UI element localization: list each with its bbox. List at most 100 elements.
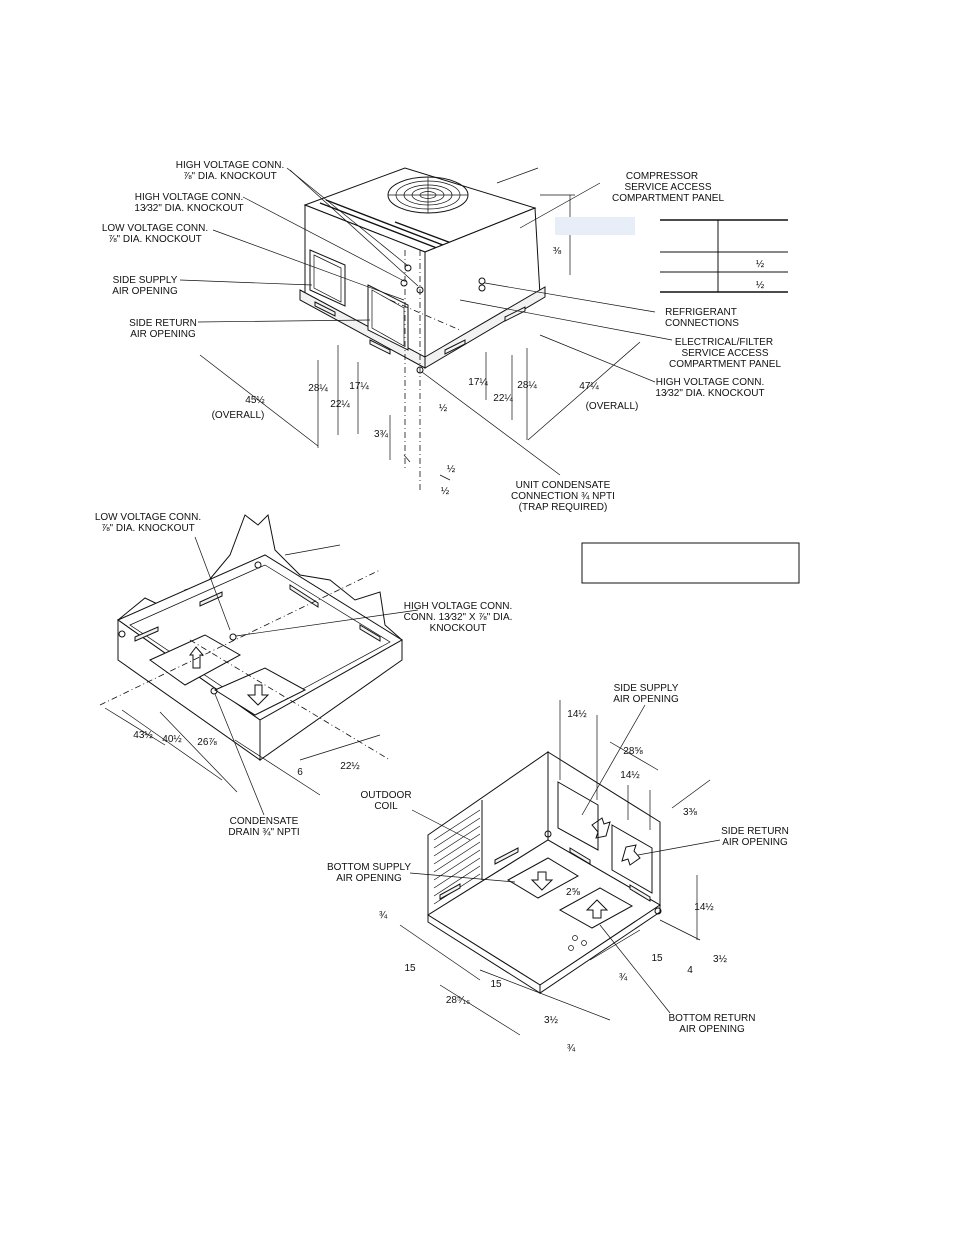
dim-3-side: 3½ xyxy=(713,954,728,965)
side-supply-label: SIDE SUPPLY xyxy=(113,275,178,286)
dim-47-overall: 47¼ xyxy=(579,380,599,392)
dim-28-right: 28¼ xyxy=(517,379,537,391)
svg-text:AIR OPENING: AIR OPENING xyxy=(130,329,196,340)
dim-15-right: 15 xyxy=(651,953,663,964)
dim-14-side: 14½ xyxy=(694,902,714,913)
svg-text:13⁄32" DIA. KNOCKOUT: 13⁄32" DIA. KNOCKOUT xyxy=(655,388,764,399)
br-bottom-supply-opening xyxy=(506,857,580,899)
svg-text:(TRAP REQUIRED): (TRAP REQUIRED) xyxy=(519,502,608,513)
condensate-drain xyxy=(210,687,218,695)
refrigerant-label: REFRIGERANT xyxy=(665,307,737,318)
dim-45-overall: 45½ xyxy=(245,395,265,406)
dim-15-b: 15 xyxy=(490,979,502,990)
dim-22-left: 22¼ xyxy=(330,398,350,410)
dim-14-top: 14½ xyxy=(567,709,587,720)
outdoor-coil-label: OUTDOOR xyxy=(360,790,411,801)
svg-text:AIR OPENING: AIR OPENING xyxy=(613,694,679,705)
dim-17-left: 17¼ xyxy=(349,380,369,392)
spec-table xyxy=(660,219,788,293)
svg-text:CONNECTIONS: CONNECTIONS xyxy=(665,318,739,329)
up-arrow-icon xyxy=(189,646,205,669)
refrigerant-connection xyxy=(478,277,486,285)
br-side-supply-opening xyxy=(557,781,599,851)
electrical-label: ELECTRICAL/FILTER xyxy=(675,337,773,348)
svg-text:COMPARTMENT PANEL: COMPARTMENT PANEL xyxy=(612,193,724,204)
svg-text:COMPARTMENT PANEL: COMPARTMENT PANEL xyxy=(669,359,781,370)
bl-condensate-label: CONDENSATE xyxy=(230,816,299,827)
br-bottom-return-label: BOTTOM RETURN xyxy=(668,1013,755,1024)
dim-3q-c: ¾ xyxy=(567,1043,576,1054)
hv-knockout-b xyxy=(400,279,408,287)
svg-text:AIR OPENING: AIR OPENING xyxy=(679,1024,745,1035)
side-supply-opening xyxy=(309,249,346,307)
dim-half-c: ½ xyxy=(441,486,450,497)
overall-left-label: (OVERALL) xyxy=(212,410,265,421)
svg-text:AIR OPENING: AIR OPENING xyxy=(336,873,402,884)
condensate-label: UNIT CONDENSATE xyxy=(516,480,611,491)
bottom-right-underside-view xyxy=(399,700,721,1036)
lv-conn-label: LOW VOLTAGE CONN. xyxy=(102,223,208,234)
svg-text:SERVICE ACCESS: SERVICE ACCESS xyxy=(624,182,711,193)
side-supply-arrow-icon xyxy=(591,817,611,839)
dim-14-mid: 14½ xyxy=(620,770,640,781)
table-value-2: ½ xyxy=(756,280,765,291)
svg-text:CONN. 13⁄32" x ⅞" DIA.: CONN. 13⁄32" x ⅞" DIA. xyxy=(404,612,513,623)
note-box xyxy=(581,542,800,584)
dim-28-bottom: 28⁵⁄₁₆ xyxy=(446,995,470,1006)
br-side-supply-label: SIDE SUPPLY xyxy=(614,683,679,694)
svg-text:AIR OPENING: AIR OPENING xyxy=(722,837,788,848)
dim-3-mid: 3⅜ xyxy=(683,807,698,818)
bl-hv-label: HIGH VOLTAGE CONN. xyxy=(404,601,513,612)
dim-17-right: 17¼ xyxy=(468,376,488,388)
dim-4: 4 xyxy=(687,965,693,976)
dim-6: 6 xyxy=(297,767,303,778)
return-opening xyxy=(149,634,242,686)
dim-22-base: 22½ xyxy=(340,761,360,772)
top-view-labels: HIGH VOLTAGE CONN. ⅞" DIA. KNOCKOUT HIGH… xyxy=(102,160,782,513)
dim-half-b: ½ xyxy=(447,464,456,475)
svg-text:13⁄32" DIA. KNOCKOUT: 13⁄32" DIA. KNOCKOUT xyxy=(134,203,243,214)
svg-text:AIR OPENING: AIR OPENING xyxy=(112,286,178,297)
bottom-return-arrow-icon xyxy=(585,899,609,919)
hv-conn-a-label: HIGH VOLTAGE CONN. xyxy=(176,160,285,171)
dim-3-left: 3¾ xyxy=(374,429,389,440)
coil-louvers xyxy=(433,800,483,905)
side-return-label: SIDE RETURN xyxy=(129,318,197,329)
bottom-left-base-view xyxy=(99,513,419,816)
dim-3q-b: ¾ xyxy=(619,972,628,983)
svg-text:CONNECTION ¾ NPTI: CONNECTION ¾ NPTI xyxy=(511,491,615,502)
br-side-return-opening xyxy=(611,824,653,894)
br-bottom-return-opening xyxy=(558,887,634,929)
br-bottom-supply-label: BOTTOM SUPPLY xyxy=(327,862,411,873)
hv-conn-b-label: HIGH VOLTAGE CONN. xyxy=(135,192,244,203)
svg-text:DRAIN ¾" NPTI: DRAIN ¾" NPTI xyxy=(228,827,299,838)
bl-lv-label: LOW VOLTAGE CONN. xyxy=(95,512,201,523)
top-unit-view xyxy=(179,167,788,490)
svg-text:COIL: COIL xyxy=(374,801,398,812)
svg-text:KNOCKOUT: KNOCKOUT xyxy=(430,623,487,634)
hv-conn-c-label: HIGH VOLTAGE CONN. xyxy=(656,377,765,388)
dim-22-right: 22¼ xyxy=(493,392,513,404)
overall-right-label: (OVERALL) xyxy=(586,401,639,412)
side-return-opening xyxy=(367,284,409,351)
dim-28-top: 28⅝ xyxy=(623,746,643,757)
bottom-right-labels: SIDE SUPPLY AIR OPENING OUTDOOR COIL BOT… xyxy=(327,683,789,1054)
svg-text:SERVICE ACCESS: SERVICE ACCESS xyxy=(681,348,768,359)
dim-43: 43½ xyxy=(133,730,153,741)
side-return-arrow-icon xyxy=(621,844,641,866)
fan-guard-icon xyxy=(387,176,469,214)
dim-half-a: ½ xyxy=(439,403,448,414)
dim-40: 40½ xyxy=(162,734,182,745)
dim-15-a: 15 xyxy=(404,963,416,974)
dim-26: 26⅞ xyxy=(197,737,217,748)
dim-3-bottom: 3½ xyxy=(544,1015,559,1026)
svg-text:⅞" DIA. KNOCKOUT: ⅞" DIA. KNOCKOUT xyxy=(183,171,277,182)
compressor-label: COMPRESSOR xyxy=(626,171,698,182)
table-value-1: ½ xyxy=(756,259,765,270)
bottom-left-labels: LOW VOLTAGE CONN. ⅞" DIA. KNOCKOUT HIGH … xyxy=(95,512,513,838)
highlight-tag xyxy=(555,217,635,235)
bottom-supply-arrow-icon xyxy=(530,871,554,891)
br-side-return-label: SIDE RETURN xyxy=(721,826,789,837)
dim-28-left: 28¼ xyxy=(308,382,328,394)
